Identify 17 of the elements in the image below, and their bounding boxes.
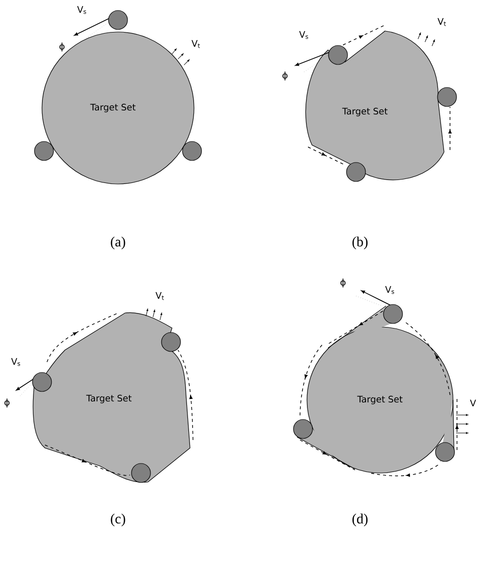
panel-caption: (a) (110, 236, 126, 250)
panel-caption: (c) (110, 514, 126, 526)
symbol-label: V$_{s}$ (385, 286, 394, 294)
symbol-label: V$_{t}$ (192, 40, 200, 48)
symbol-label: V$_{s}$ (11, 358, 20, 366)
symbol-label: ϕ (4, 398, 10, 408)
symbol-label: ϕ (340, 278, 346, 288)
symbol-label: ϕ (60, 42, 64, 52)
target-set-region: Target Set (296, 306, 454, 474)
symbol-label: V$_{t}$ (438, 18, 446, 26)
panel-caption: (b) (352, 236, 368, 250)
symbol-label: V$_{t}$ (156, 292, 164, 300)
target-set-region: Target Set (32, 312, 190, 483)
symbol-label: V (470, 400, 476, 406)
symbol-label: V$_{s}$ (77, 6, 86, 14)
panel-caption: (d) (352, 514, 368, 526)
symbol-label: ϕ (282, 72, 288, 80)
